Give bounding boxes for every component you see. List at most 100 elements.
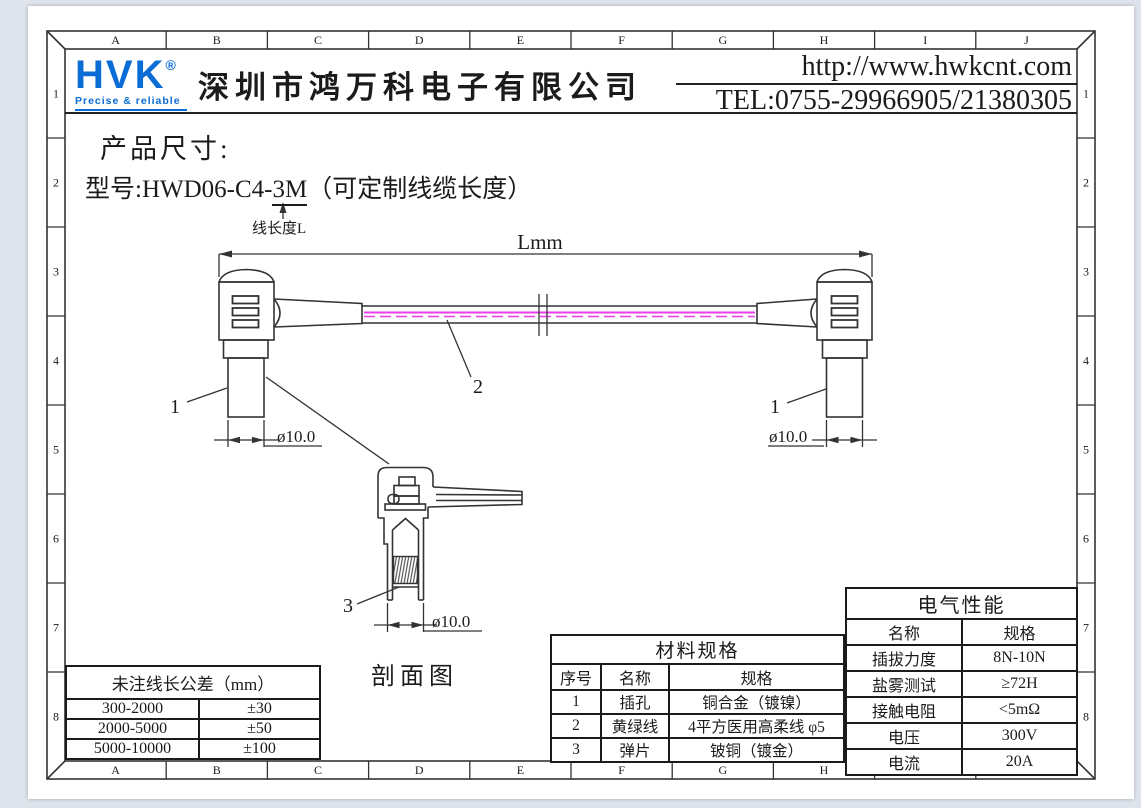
vent-slot — [830, 307, 859, 317]
table-row: 5000-10000±100 — [65, 738, 321, 760]
grid-col-label: F — [618, 763, 625, 777]
section-diameter-dimension: ø10.0 — [374, 603, 482, 632]
grid-row-label: 1 — [53, 87, 59, 101]
callout-label: 2 — [473, 376, 483, 398]
table-row: 接触电阻<5mΩ — [845, 696, 1078, 724]
strain-relief-boot — [756, 298, 818, 328]
screw-body — [393, 484, 420, 497]
electrical-cell: ≥72H — [961, 670, 1078, 698]
grid-row-label: 3 — [1083, 265, 1089, 279]
electrical-col-header: 名称 — [845, 618, 963, 646]
table-row: 300-2000±30 — [65, 698, 321, 720]
grid-col-label: D — [415, 33, 424, 47]
tolerance-cell: ±100 — [198, 738, 321, 760]
vent-slot — [231, 319, 260, 329]
material-cell: 黄绿线 — [600, 713, 670, 739]
spring-hatch — [392, 555, 419, 585]
plug-barrel — [825, 357, 864, 418]
electrical-cell: 盐雾测试 — [845, 670, 963, 698]
spring-callout: 3 — [343, 586, 400, 617]
section-leader-line — [265, 376, 390, 465]
up-arrow-icon — [279, 202, 287, 213]
grid-col-label: E — [517, 33, 524, 47]
grid-col-label: D — [415, 763, 424, 777]
grid-row-label: 8 — [1083, 710, 1089, 724]
grid-col-label: B — [213, 763, 221, 777]
grid-row-label: 4 — [53, 354, 59, 368]
diameter-label: ø10.0 — [432, 612, 470, 631]
vent-slot — [830, 295, 859, 305]
tolerance-cell: ±30 — [198, 698, 321, 720]
contact-nub — [387, 493, 400, 505]
grid-row-label: 4 — [1083, 354, 1089, 368]
table-row: 盐雾测试≥72H — [845, 670, 1078, 698]
material-cell: 铍铜（镀金） — [668, 737, 845, 763]
table-row: 2000-5000±50 — [65, 718, 321, 740]
collar — [821, 339, 868, 359]
wire-length-annotation: 线长度L — [252, 202, 306, 237]
dim-total-label: Lmm — [517, 230, 563, 254]
diameter-label: ø10.0 — [769, 427, 807, 446]
cable-callout: 2 — [446, 319, 483, 398]
logo-underline — [75, 109, 187, 111]
callout-label: 1 — [770, 396, 780, 418]
material-cell: 1 — [550, 689, 602, 715]
grid-row-label: 3 — [53, 265, 59, 279]
left-connector — [218, 268, 363, 418]
callout-label: 1 — [170, 396, 180, 418]
grid-row-label: 5 — [53, 443, 59, 457]
registered-trademark-icon: ® — [165, 57, 176, 73]
material-cell: 4平方医用高柔线 φ5 — [668, 713, 845, 739]
electrical-cell: 接触电阻 — [845, 696, 963, 724]
grid-row-label: 2 — [1083, 176, 1089, 190]
section-view — [265, 376, 523, 601]
material-cell: 弹片 — [600, 737, 670, 763]
dimension-total-length: Lmm — [218, 230, 873, 277]
left-plug-callout: 1 — [170, 387, 228, 418]
grid-row-label: 7 — [1083, 621, 1089, 635]
grid-row-label: 8 — [53, 710, 59, 724]
material-col-header: 名称 — [600, 663, 670, 691]
material-col-header: 序号 — [550, 663, 602, 691]
model-length-code: 3M — [272, 176, 308, 206]
right-connector — [756, 268, 873, 418]
material-table-title: 材料规格 — [550, 634, 845, 665]
diameter-label: ø10.0 — [277, 427, 315, 446]
collar — [222, 339, 269, 359]
cable — [362, 294, 757, 336]
screw-cap — [398, 476, 416, 487]
tolerance-cell: ±50 — [198, 718, 321, 740]
material-cell: 铜合金（镀镍） — [668, 689, 845, 715]
grid-row-label: 5 — [1083, 443, 1089, 457]
grid-col-label: B — [213, 33, 221, 47]
right-plug-callout: 1 — [770, 388, 827, 418]
plug-barrel — [227, 357, 265, 418]
grid-col-label: H — [820, 33, 829, 47]
tolerance-table-title: 未注线长公差（mm） — [65, 665, 321, 700]
telephone-number: TEL:0755-29966905/21380305 — [715, 85, 1072, 116]
material-cell: 2 — [550, 713, 602, 739]
grid-row-label: 6 — [53, 532, 59, 546]
model-prefix: 型号:HWD06-C4- — [85, 176, 273, 203]
electrical-cell: 电压 — [845, 722, 963, 750]
grid-row-label: 6 — [1083, 532, 1089, 546]
grid-col-label: J — [1024, 33, 1029, 47]
model-number-line: 型号:HWD06-C4-3M（可定制线缆长度） — [85, 169, 532, 206]
electrical-cell: 20A — [961, 748, 1078, 776]
electrical-cell: 300V — [961, 722, 1078, 750]
electrical-cell: <5mΩ — [961, 696, 1078, 724]
grid-col-label: H — [820, 763, 829, 777]
flange — [384, 503, 427, 511]
grid-col-label: G — [718, 33, 727, 47]
left-diameter-dimension: ø10.0 — [214, 420, 322, 447]
grid-row-label: 7 — [53, 621, 59, 635]
company-logo: HVK® Precise & reliable — [75, 55, 195, 111]
vent-slot — [231, 295, 260, 305]
